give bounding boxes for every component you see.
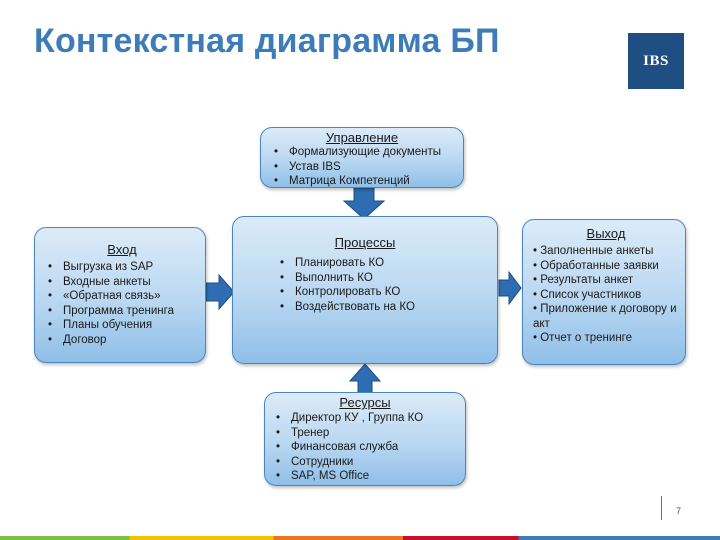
control-title: Управление — [325, 130, 399, 145]
output-box: Выход • Заполненные анкеты • Обработанны… — [522, 219, 686, 365]
resources-box: Ресурсы Директор КУ , Группа КО Тренер Ф… — [264, 392, 466, 486]
input-item: «Обратная связь» — [45, 289, 199, 304]
output-item: • Отчет о тренинге — [533, 332, 633, 344]
input-title: Вход — [107, 242, 137, 257]
resources-item: SAP, MS Office — [273, 469, 457, 484]
brand-color-bar — [0, 536, 720, 540]
process-item: Планировать КО — [277, 256, 487, 271]
process-item: Выполнить КО — [277, 271, 487, 286]
resources-list: Директор КУ , Группа КО Тренер Финансова… — [273, 411, 457, 484]
resources-item: Финансовая служба — [273, 440, 457, 455]
arrow-control-to-process — [342, 188, 386, 220]
control-box: Управление Формализующие документы Устав… — [260, 127, 464, 188]
resources-item: Директор КУ , Группа КО — [273, 411, 457, 426]
input-item: Программа тренинга — [45, 304, 199, 319]
output-item: • Результаты анкет — [533, 274, 634, 286]
output-item: • Приложение к договору и акт — [533, 303, 677, 330]
input-item: Договор — [45, 333, 199, 348]
input-list: Выгрузка из SAP Входные анкеты «Обратная… — [45, 260, 199, 347]
control-item: Матрица Компетенций — [271, 174, 453, 189]
output-item: • Список участников — [533, 288, 642, 301]
input-item: Входные анкеты — [45, 275, 199, 290]
arrow-input-to-process — [205, 274, 235, 310]
page-number: 7 — [676, 506, 682, 516]
process-list: Планировать КО Выполнить КО Контролирова… — [277, 256, 487, 314]
control-list: Формализующие документы Устав IBS Матриц… — [271, 145, 453, 189]
resources-title: Ресурсы — [339, 395, 391, 410]
slide-title: Контекстная диаграмма БП — [34, 22, 500, 60]
output-title: Выход — [586, 226, 626, 241]
arrow-process-to-output — [498, 271, 522, 305]
control-item: Формализующие документы — [271, 145, 453, 160]
output-item: • Заполненные анкеты — [533, 245, 654, 257]
output-item: • Обработанные заявки — [533, 259, 659, 272]
input-item: Выгрузка из SAP — [45, 260, 199, 275]
input-box: Вход Выгрузка из SAP Входные анкеты «Обр… — [34, 227, 206, 363]
process-item: Воздействовать на КО — [277, 300, 487, 315]
ibs-logo: IBS — [628, 33, 684, 89]
input-item: Планы обучения — [45, 318, 199, 333]
process-title: Процессы — [334, 235, 396, 250]
resources-item: Тренер — [273, 426, 457, 441]
process-box: Процессы Планировать КО Выполнить КО Кон… — [232, 216, 498, 364]
resources-item: Сотрудники — [273, 455, 457, 470]
footer-divider — [661, 496, 662, 520]
process-item: Контролировать КО — [277, 285, 487, 300]
control-item: Устав IBS — [271, 160, 453, 175]
logo-text: IBS — [643, 52, 669, 69]
arrow-resources-to-process — [348, 363, 382, 395]
output-list: • Заполненные анкеты • Обработанные заяв… — [533, 244, 679, 346]
